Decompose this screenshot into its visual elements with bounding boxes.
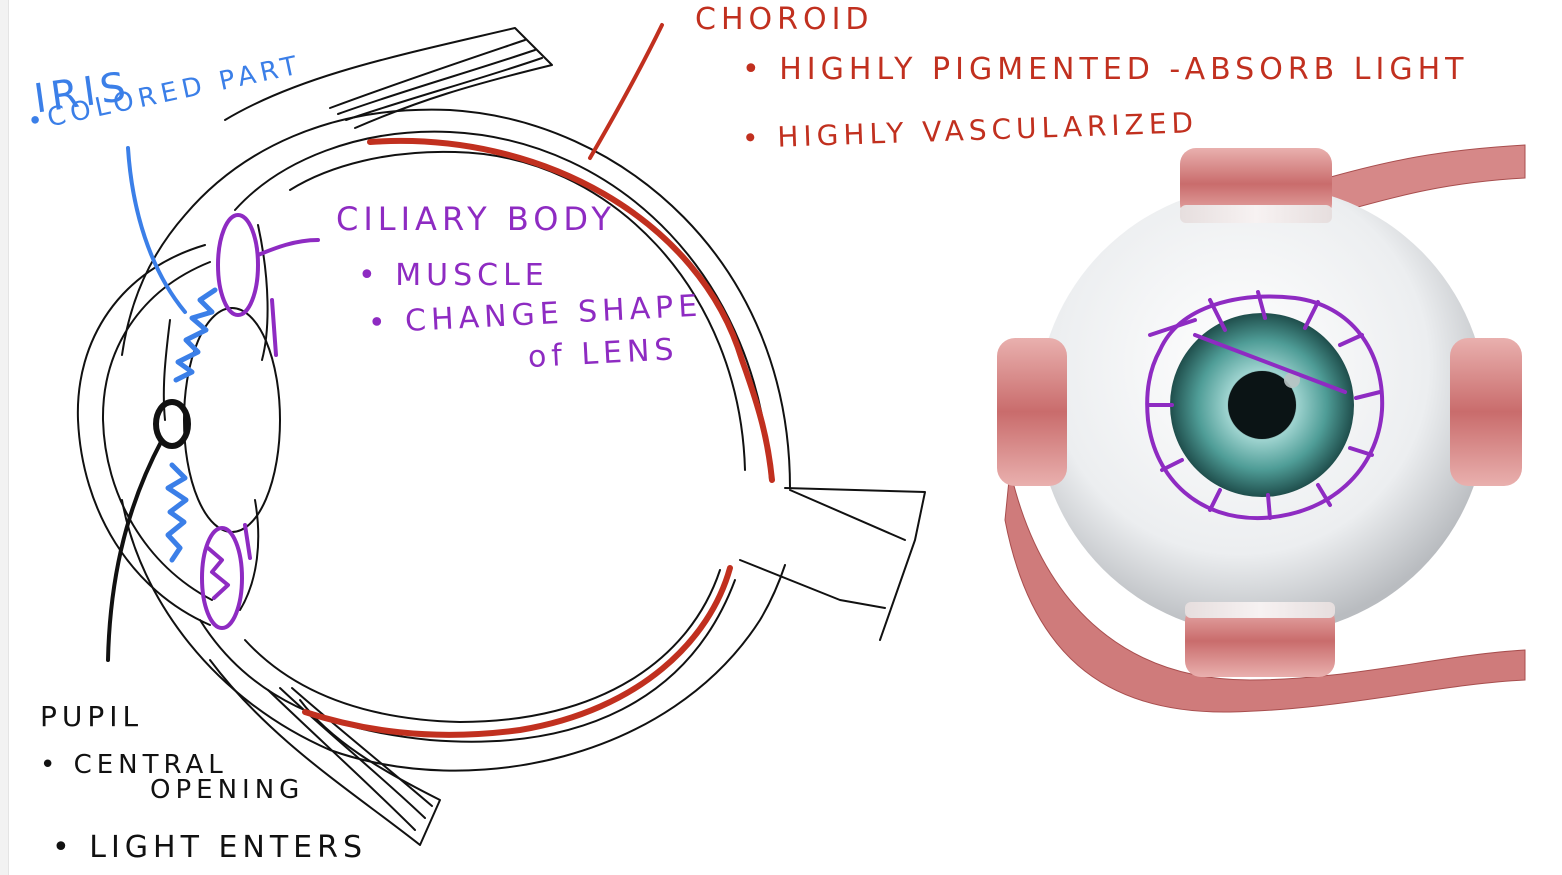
- iris-structure: [165, 287, 218, 563]
- pupil-bullet-central-cont: OPENING: [150, 775, 305, 805]
- cornea: [76, 244, 211, 626]
- superior-oblique-muscle: [1319, 144, 1526, 213]
- ciliary-bullet-muscle: • MUSCLE: [358, 258, 549, 293]
- leader-lines: [106, 23, 664, 662]
- superior-rectus: [1180, 148, 1332, 220]
- ciliary-title: CILIARY BODY: [336, 200, 616, 238]
- choroid-title: CHOROID: [695, 2, 874, 37]
- sclera-outline: [121, 108, 791, 489]
- inferior-oblique-muscle: [1004, 469, 1526, 713]
- eyeball-illustration: [997, 144, 1526, 713]
- iris-leader-line: [126, 146, 187, 314]
- choroid-bullet-pigmented: • HIGHLY PIGMENTED -ABSORB LIGHT: [742, 52, 1469, 87]
- superior-rectus-muscle: [224, 27, 553, 129]
- pupil-marker: [153, 399, 191, 449]
- ciliary-leader-line: [256, 238, 320, 257]
- choroid-layer: [302, 138, 775, 738]
- inferior-rectus: [1185, 605, 1335, 677]
- cross-section: [76, 27, 926, 846]
- medial-rectus: [997, 338, 1067, 486]
- inferior-rectus-muscle: [209, 659, 441, 846]
- choroid-leader-line: [588, 23, 664, 160]
- pupil-bullet-central: • CENTRAL: [40, 750, 228, 780]
- left-margin-strip: [0, 0, 9, 875]
- ciliary-body-structure: [200, 213, 278, 630]
- pupil-bullet-light-enters: • LIGHT ENTERS: [52, 830, 368, 865]
- ciliary-annotation-ring: [1145, 290, 1385, 521]
- optic-nerve: [739, 487, 926, 641]
- lateral-rectus: [1450, 338, 1522, 486]
- pupil-leader-line: [106, 438, 164, 662]
- pupil-disc: [1228, 371, 1296, 439]
- pupil-title: PUPIL: [40, 700, 144, 733]
